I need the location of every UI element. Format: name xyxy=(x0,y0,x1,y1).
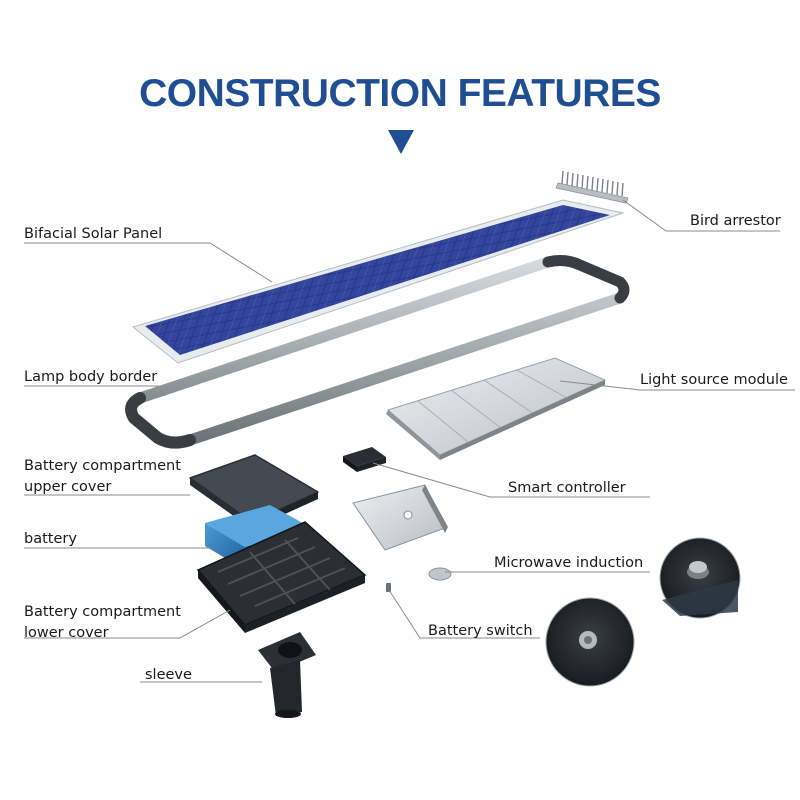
label-battery: battery xyxy=(24,531,77,547)
smart-controller-part xyxy=(343,447,386,472)
battery-switch-detail xyxy=(545,597,635,687)
microwave-induction-detail xyxy=(659,537,741,619)
label-sleeve: sleeve xyxy=(145,667,192,683)
microwave-sensor-part xyxy=(428,567,452,581)
label-lamp-body-border: Lamp body border xyxy=(24,369,158,385)
page-title: CONSTRUCTION FEATURES xyxy=(139,72,661,115)
sleeve-part xyxy=(258,632,316,718)
solar-panel-part xyxy=(131,199,625,364)
label-bird-arrestor: Bird arrestor xyxy=(690,213,781,229)
label-battery-upper-cover-line1: Battery compartment xyxy=(24,458,181,474)
label-microwave-induction: Microwave induction xyxy=(494,555,644,571)
label-battery-lower-cover-line2: lower cover xyxy=(24,625,109,641)
label-bifacial-solar-panel: Bifacial Solar Panel xyxy=(24,226,163,242)
leader-lines xyxy=(24,199,795,683)
label-battery-upper-cover-line2: upper cover xyxy=(24,479,112,495)
label-battery-lower-cover-line1: Battery compartment xyxy=(24,604,181,620)
label-light-source-module: Light source module xyxy=(640,372,788,388)
battery-lower-cover-part xyxy=(196,521,367,633)
down-arrow-icon xyxy=(388,130,414,154)
controller-plate-part xyxy=(352,484,448,551)
battery-switch-part xyxy=(386,583,391,592)
light-source-module-part xyxy=(386,357,607,460)
lamp-body-border-part xyxy=(125,255,630,449)
label-battery-switch: Battery switch xyxy=(428,623,533,639)
bird-arrestor-part xyxy=(555,170,629,204)
label-smart-controller: Smart controller xyxy=(508,480,626,496)
